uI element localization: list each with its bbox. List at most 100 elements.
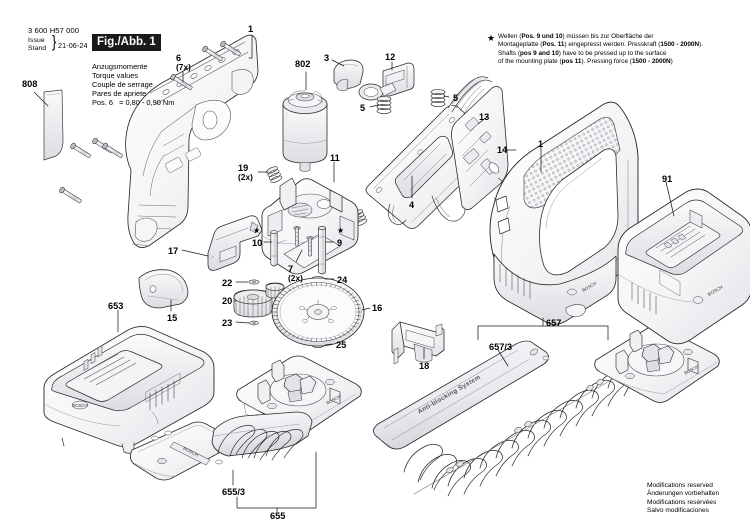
part-15-trim-strip <box>138 269 189 309</box>
svg-text:BOSCH: BOSCH <box>182 446 199 458</box>
callout-1: 1 <box>248 24 253 34</box>
callout-802: 802 <box>295 59 310 69</box>
callout-number: 657 <box>546 318 562 328</box>
callout-number: 14 <box>497 145 508 155</box>
part-3-switch-button <box>333 59 364 91</box>
part-5-springs <box>376 89 446 114</box>
part-657-shrub-base: BOSCH <box>594 325 720 403</box>
callout-number: 15 <box>167 313 178 323</box>
callout-number: 655 <box>270 511 286 521</box>
callout-number: 1 <box>538 139 544 149</box>
torque-values-block: Anzugsmomente Torque values Couple de se… <box>92 62 175 108</box>
callout-number: 12 <box>385 52 396 62</box>
callout-number: 3 <box>324 53 330 63</box>
callout-657-3: 657/3 <box>489 342 512 352</box>
callout-number: 1 <box>248 24 254 34</box>
callout-19: 19(2x) <box>238 163 253 183</box>
callout-number: 25 <box>336 340 347 350</box>
callout-11: 11 <box>330 153 340 163</box>
callout-1: 1 <box>538 139 543 149</box>
callout-number: 20 <box>222 296 233 306</box>
part-18-blade-guide <box>391 321 445 365</box>
callout-12: 12 <box>385 52 395 62</box>
callout-number: 11 <box>330 153 340 163</box>
callout-number: 5 <box>453 93 459 103</box>
callout-quantity: (2x) <box>288 273 303 283</box>
callout-number: 655/3 <box>222 487 245 497</box>
callout-25: 25 <box>336 340 346 350</box>
part-17-bracket <box>207 215 263 271</box>
callout-7: 7(2x) <box>288 264 303 284</box>
callout-number: 9 <box>337 238 343 248</box>
callout-number: 22 <box>222 278 233 288</box>
part-11-mounting-plate <box>261 177 359 275</box>
issue-label: Issue <box>28 37 45 44</box>
callout-number: 4 <box>409 200 415 210</box>
part-20-pinion <box>233 282 285 318</box>
callout-number: 17 <box>168 246 179 256</box>
callout-quantity: (2x) <box>238 172 253 182</box>
callout-23: 23 <box>222 318 232 328</box>
star-marker-icon: ★ <box>337 226 345 235</box>
part-808-cover <box>43 89 64 161</box>
callout-17: 17 <box>168 246 178 256</box>
callout-655-3: 655/3 <box>222 487 245 497</box>
part-13-14-electronics <box>365 76 509 229</box>
stand-label: Stand <box>28 44 47 52</box>
part-6-screws <box>59 40 241 204</box>
callout-quantity: (7x) <box>176 62 191 72</box>
callout-number: 10 <box>252 238 263 248</box>
callout-number: 653 <box>108 301 124 311</box>
callout-22: 22 <box>222 278 232 288</box>
leader-lines <box>33 35 675 513</box>
part-1-housing-right: BOSCH <box>489 101 639 325</box>
svg-text:BOSCH: BOSCH <box>325 394 341 406</box>
callout-6: 6(7x) <box>176 53 191 73</box>
callout-number: 16 <box>372 303 383 313</box>
issue-date: 21-06-24 <box>58 41 88 50</box>
callout-5: 5 <box>453 93 458 103</box>
svg-text:BOSCH: BOSCH <box>72 403 87 408</box>
callout-number: 7 <box>288 264 294 274</box>
callout-3: 3 <box>324 53 329 63</box>
callout-18: 18 <box>419 361 429 371</box>
part-9-10-shafts <box>270 225 326 275</box>
callout-number: 13 <box>479 112 490 122</box>
part-12-switch-slider <box>358 62 415 101</box>
callout-number: 23 <box>222 318 233 328</box>
star-note-glyph: ★ <box>487 33 496 43</box>
part-802-motor <box>282 90 328 172</box>
callout-657: 657 <box>546 318 561 328</box>
svg-text:BOSCH: BOSCH <box>683 364 699 376</box>
modifications-note: Modifications reserved Änderungen vorbeh… <box>647 482 720 515</box>
part-code: 3 600 H57 000 <box>28 26 80 35</box>
callout-10: 10 <box>252 238 262 248</box>
callout-653: 653 <box>108 301 123 311</box>
callout-number: 808 <box>22 79 38 89</box>
callout-5: 5 <box>360 103 365 113</box>
part-653-charger: BOSCH <box>43 325 215 454</box>
callout-15: 15 <box>167 313 177 323</box>
part-7-screws <box>293 226 314 257</box>
callout-16: 16 <box>372 303 382 313</box>
callout-20: 20 <box>222 296 232 306</box>
callout-91: 91 <box>662 174 672 184</box>
callout-number: 657/3 <box>489 342 512 352</box>
part-91-battery: BOSCH <box>617 188 750 345</box>
callout-13: 13 <box>479 112 489 122</box>
callout-808: 808 <box>22 79 37 89</box>
callout-number: 5 <box>360 103 366 113</box>
callout-9: 9 <box>337 238 342 248</box>
star-marker-icon: ★ <box>253 226 261 235</box>
callout-number: 24 <box>337 275 348 285</box>
callout-24: 24 <box>337 275 347 285</box>
callout-655: 655 <box>270 511 285 521</box>
part-655-3-base-plate: BOSCH <box>129 421 233 481</box>
press-fit-note: Wellen (Pos. 9 und 10) müssen bis zur Ob… <box>498 33 703 65</box>
callout-14: 14 <box>497 145 507 155</box>
part-655-grass-base: BOSCH <box>236 355 362 433</box>
figure-badge: Fig./Abb. 1 <box>92 34 161 51</box>
callout-number: 18 <box>419 361 430 371</box>
